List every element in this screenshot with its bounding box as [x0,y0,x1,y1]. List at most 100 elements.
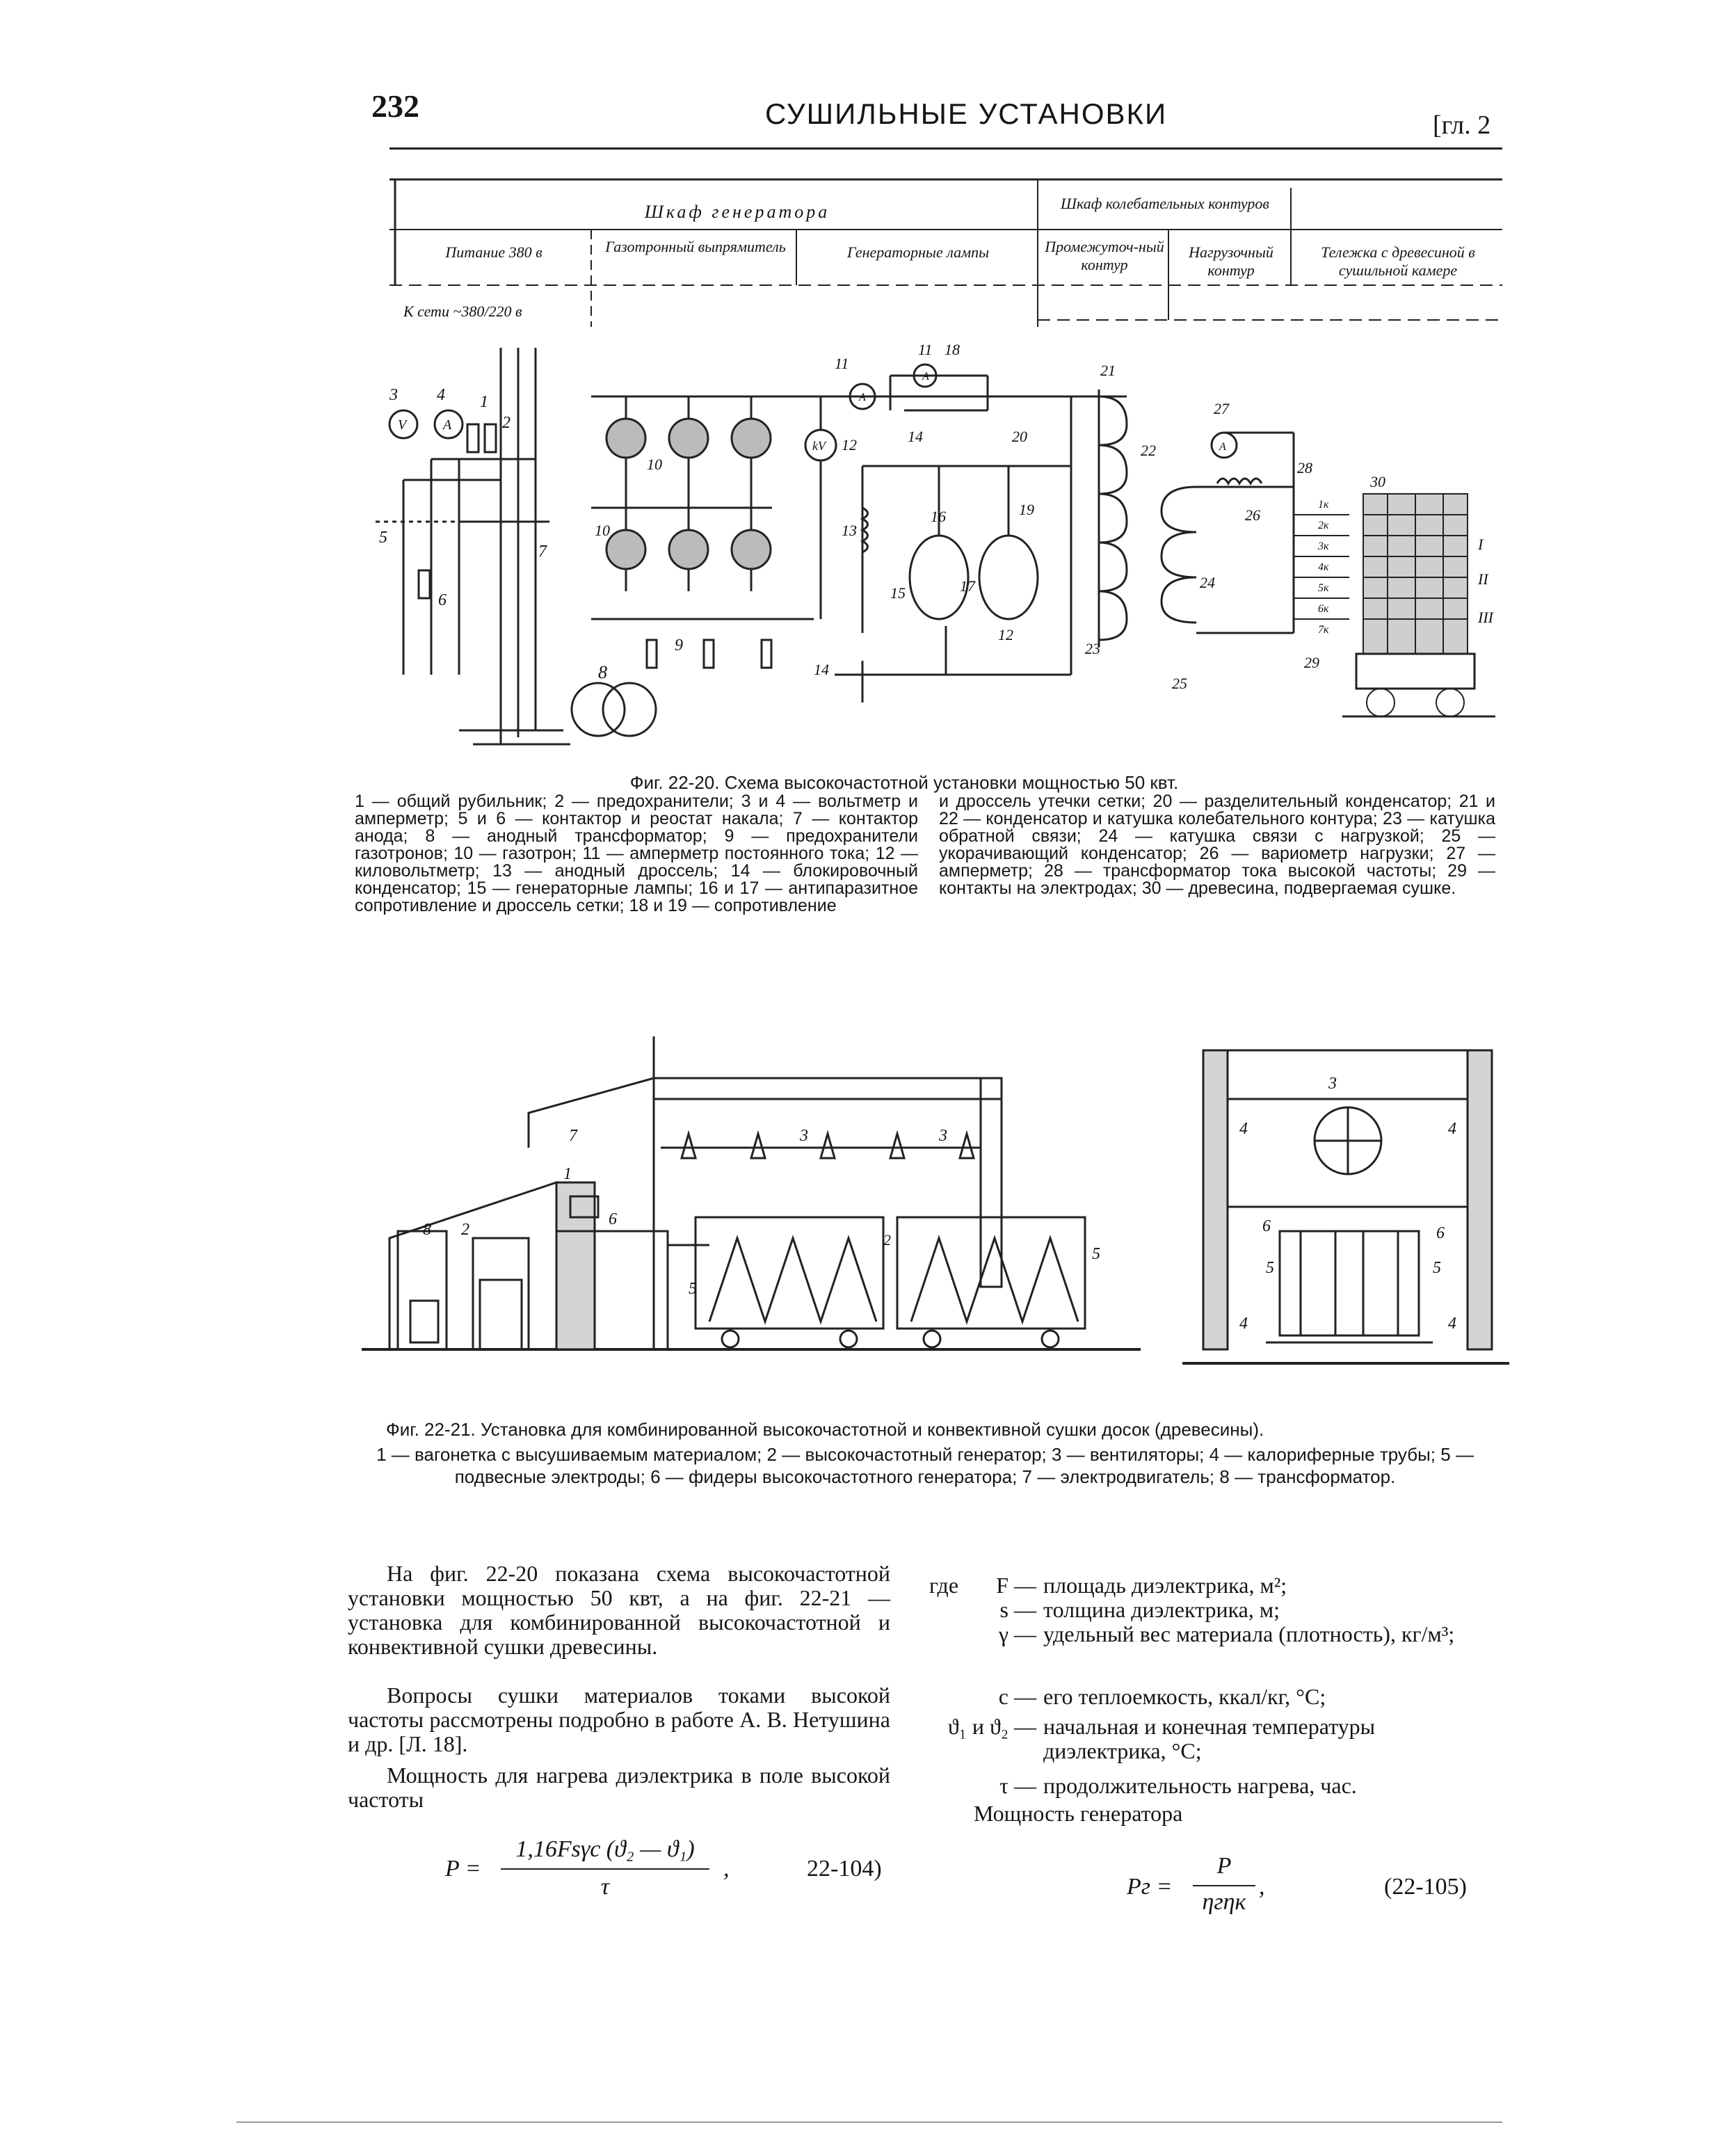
col-cart-label: Тележка с древесиной в сушильной камере [1321,243,1475,279]
fig20-table: Шкаф генератора Шкаф колебательных конту… [389,174,1502,327]
label-20: 20 [1012,428,1027,445]
meter-kv: kV [812,439,827,453]
fig21-label-4a: 4 [1239,1120,1248,1138]
fig20-table-lines [389,178,1502,327]
eq2-denominator: ηгηк [1202,1889,1246,1915]
label-11b: 11 [918,341,932,358]
label-9: 9 [675,636,683,655]
eq1-fraction-bar [501,1868,709,1870]
cabinet-generator-label: Шкаф генератора [644,202,830,222]
fig21-legend: 1 — вагонетка с высушиваемым материалом;… [376,1444,1474,1487]
contact-5k: 5к [1318,582,1329,594]
eq2-numerator: P [1216,1853,1232,1879]
label-19: 19 [1019,501,1034,518]
meter-a: A [442,417,452,433]
cart-label-1: I [1477,536,1484,553]
label-11a: 11 [835,355,849,372]
para-power: Мощность для нагрева диэлектрика в поле … [348,1763,890,1812]
chapter-ref: [гл. 2 [1433,111,1491,140]
label-10b: 10 [595,522,610,539]
power-section [376,348,570,746]
fig21-label-6c: 6 [1436,1224,1445,1242]
cart-section [1294,493,1495,718]
fig20-legend-right: и дроссель утечки сетки; 20 — разделител… [939,792,1495,898]
para-intro: На фиг. 22-20 показана схема высокочасто… [348,1561,890,1659]
def-sym-s: s — [999,1597,1036,1622]
contact-4k: 4к [1318,561,1329,573]
col-rectifier-label: Газотронный выпрямитель [605,238,786,255]
cabinet-circuits-label: Шкаф колебательных контуров [1061,195,1269,212]
def-sym-gamma: γ — [998,1621,1036,1646]
label-13: 13 [842,522,857,539]
meter-a-dc: A [858,392,866,403]
label-17: 17 [960,577,976,595]
def-text-s: толщина диэлектрика, м; [1043,1597,1280,1622]
fig21-caption: Фиг. 22-21. Установка для комбинированно… [386,1419,1264,1440]
eq2-number: (22-105) [1384,1874,1467,1900]
label-3: 3 [389,386,398,404]
fig21-section-view [1182,1049,1509,1365]
circuit-section [1098,390,1295,647]
eq2-lhs: Pг = [1127,1874,1173,1900]
label-12b: 12 [998,626,1013,643]
fig21-label-4c: 4 [1239,1315,1248,1333]
para-reference: Вопросы сушки материалов токами высокой … [348,1683,890,1756]
label-24: 24 [1200,574,1215,591]
eq2-fraction-bar [1193,1885,1255,1886]
label-16: 16 [931,508,946,525]
label-26: 26 [1245,506,1260,524]
fig20-caption: Фиг. 22-20. Схема высокочастотной устано… [629,772,1179,793]
label-2: 2 [502,414,511,432]
fig21-main-view [362,1036,1141,1351]
fig21-label-3a: 3 [799,1127,808,1145]
meter-a-11: A [922,371,929,383]
meter-a-27: A [1219,441,1226,453]
contact-1k: 1к [1318,499,1329,511]
label-14a: 14 [908,428,923,445]
label-27: 27 [1214,400,1230,417]
label-18: 18 [945,341,960,358]
label-25: 25 [1172,675,1187,692]
label-30: 30 [1369,473,1385,490]
cart-label-3: III [1477,609,1495,626]
def-sym-tau: τ — [999,1773,1036,1798]
def-text-f: площадь диэлектрика, м²; [1043,1573,1287,1598]
def-sym-c: c — [998,1684,1036,1709]
equation-22-105: Pг = P ηгηк , (22-105) [1127,1850,1474,1920]
label-22: 22 [1141,442,1156,459]
header-rule [389,147,1502,150]
contact-6k: 6к [1318,603,1329,615]
label-8: 8 [598,662,607,682]
label-14b: 14 [814,661,829,678]
eq1-lhs: P = [445,1856,481,1882]
fig21-label-1: 1 [563,1165,572,1183]
fig21-label-4d: 4 [1448,1315,1456,1333]
cart-label-2: II [1477,570,1489,588]
label-23: 23 [1085,640,1100,657]
fig20-legend-left: 1 — общий рубильник; 2 — предохранители;… [355,792,918,915]
fig21-label-4b: 4 [1448,1120,1456,1138]
equation-22-104: P = 1,16Fsγc (ϑ₂ — ϑ₁) τ , 22-104) [445,1836,904,1906]
label-7: 7 [538,543,547,561]
col-load-label: Нагрузочный контур [1189,243,1273,279]
def-sym-theta: ϑ₁ и ϑ₂ — [947,1714,1036,1739]
contact-2k: 2к [1318,520,1329,531]
fig21-label-3c: 3 [1328,1075,1337,1093]
fig21-label-6a: 6 [609,1210,617,1228]
fig21-label-7: 7 [569,1127,578,1145]
def-sym-f: F — [996,1573,1036,1598]
meter-v: V [398,417,408,433]
fig20-schematic: К сети ~380/220 в V A [376,303,1495,746]
def-text-gamma: удельный вес материала (плотность), кг/м… [1043,1621,1455,1646]
label-28: 28 [1297,459,1312,476]
fig21-label-6b: 6 [1262,1217,1271,1235]
eq1-numerator: 1,16Fsγc (ϑ₂ — ϑ₁) [515,1836,695,1862]
eq2-comma: , [1259,1874,1265,1900]
rectifier-section [570,395,897,737]
label-1: 1 [480,393,488,411]
eq1-number: 22-104) [807,1856,882,1882]
label-21: 21 [1100,362,1116,379]
running-title: СУШИЛЬНЫЕ УСТАНОВКИ [765,97,1168,130]
fig21-label-8: 8 [423,1221,431,1239]
fig21-label-2b: 2 [883,1231,891,1249]
